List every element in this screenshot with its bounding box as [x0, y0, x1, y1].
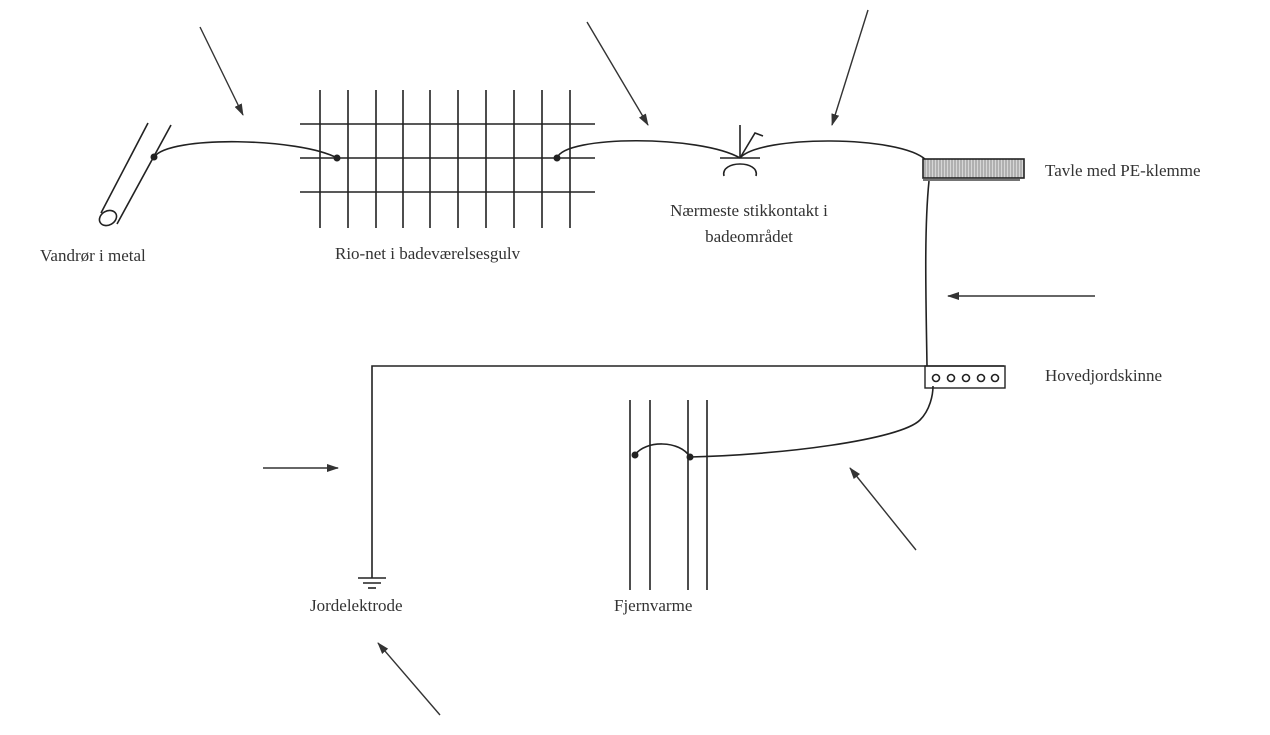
bonding-wire	[153, 140, 338, 159]
earth-ground-icon	[358, 577, 386, 589]
label-outlet-line1: Nærmeste stikkontakt i	[670, 201, 828, 220]
arrow-icon	[377, 642, 441, 716]
bonding-wire	[689, 385, 934, 458]
bonding-wire	[924, 180, 930, 367]
label-rio-net: Rio-net i badeværelsesgulv	[335, 244, 521, 263]
earth-conductor	[371, 365, 1004, 578]
label-main-earth-bar: Hovedjordskinne	[1045, 366, 1162, 385]
socket-outlet-symbol	[720, 125, 764, 177]
water-pipe	[98, 122, 172, 227]
arrow-icon	[199, 26, 244, 116]
label-earth-electrode: Jordelektrode	[310, 596, 403, 615]
arrow-icon	[849, 467, 917, 551]
arrow-icon	[831, 9, 869, 126]
pointer-arrows	[199, 9, 1095, 716]
label-district-heating: Fjernvarme	[614, 596, 692, 615]
main-earth-bar	[924, 365, 1006, 389]
label-panel: Tavle med PE-klemme	[1045, 161, 1201, 180]
panel-pe-terminal	[922, 158, 1025, 179]
rio-net-grid	[300, 90, 595, 228]
label-outlet-line2: badeområdet	[705, 227, 793, 246]
label-water-pipe: Vandrør i metal	[40, 246, 146, 265]
bonding-wire	[739, 140, 927, 161]
bonding-wire	[556, 140, 741, 159]
arrow-icon	[586, 21, 649, 126]
district-heating-pipes	[629, 400, 708, 590]
